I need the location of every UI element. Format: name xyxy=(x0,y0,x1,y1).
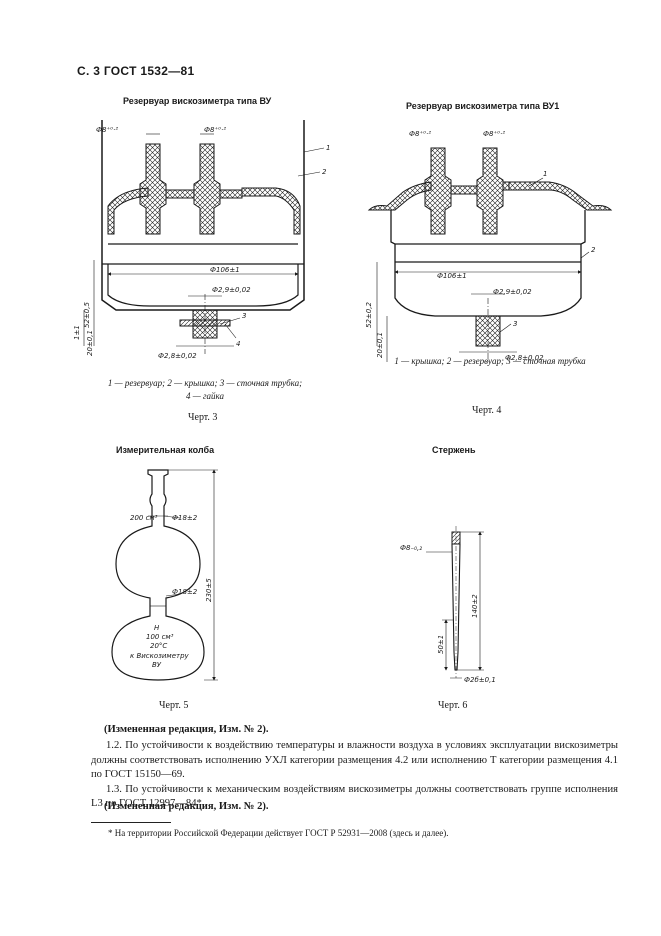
paragraph-1-2: 1.2. По устойчивости к воздействию темпе… xyxy=(91,740,618,780)
fig3-tube-right xyxy=(193,143,221,235)
fig6-dim-h50: 50±1 xyxy=(437,635,445,654)
fig3-dim-h52: 52±0,5 xyxy=(83,302,91,328)
page-header: С. 3 ГОСТ 1532—81 xyxy=(77,64,195,78)
fig4-tube-right xyxy=(476,147,504,235)
fig3-dim-h20: 20±0,1 xyxy=(86,330,94,356)
fig6-dim-d26: Ф2б±0,1 xyxy=(464,676,496,684)
fig4-dim-d29: Ф2,9±0,02 xyxy=(493,288,532,296)
fig4-label-1: 1 xyxy=(543,170,547,178)
fig3-drawing: Ф8⁺⁰·² Ф8⁺⁰·² Ф106±1 Ф2,9±0,02 Ф2,8±0,02… xyxy=(73,120,330,360)
fig4-tube-left xyxy=(424,147,452,235)
fig3-dim-d106: Ф106±1 xyxy=(210,266,240,274)
fig6-dim-h140: 140±2 xyxy=(471,594,479,618)
fig4-label-3: 3 xyxy=(513,320,517,328)
fig3-dim-d28: Ф2,8±0,02 xyxy=(158,352,197,360)
fig4-dim-h52: 52±0,2 xyxy=(365,302,373,328)
fig5-caption: Измерительная колба xyxy=(116,445,215,455)
fig5-chert: Черт. 5 xyxy=(159,700,189,711)
fig4-legend: 1 — крышка; 2 — резервуар; 3 — сточная т… xyxy=(394,356,586,366)
fig3-label-3: 3 xyxy=(242,312,246,320)
body-text: 1.2. По устойчивости к воздействию темпе… xyxy=(91,739,618,812)
fig4-caption: Резервуар вискозиметра типа ВУ1 xyxy=(406,101,560,111)
fig3-legend-line2: 4 — гайка xyxy=(186,391,224,401)
fig3-caption: Резервуар вискозиметра типа ВУ xyxy=(123,96,272,106)
fig6-dim-d8: Ф8₋₀,₂ xyxy=(400,544,422,552)
fig5-drawing: 200 см³ Ф18±2 Ф18±2 230±5 Н 100 см³ 20°С… xyxy=(111,469,218,681)
footnote-rule xyxy=(91,822,171,823)
fig3-chert: Черт. 3 xyxy=(188,412,218,423)
fig4-dim-d8-left: Ф8⁺⁰·² xyxy=(409,130,431,138)
fig5-mark-0: Н xyxy=(154,624,160,632)
fig3-dim-d8-left: Ф8⁺⁰·² xyxy=(96,126,118,134)
paragraph-1-3: 1.3. По устойчивости к механическим возд… xyxy=(91,783,618,810)
fig3-legend: 1 — резервуар; 2 — крышка; 3 — сточная т… xyxy=(88,377,322,403)
fig4-dim-d106: Ф106±1 xyxy=(437,272,467,280)
fig4-dim-h20: 20±0,1 xyxy=(376,332,384,358)
fig3-label-1: 1 xyxy=(326,144,330,152)
fig3-dim-d8-right: Ф8⁺⁰·² xyxy=(204,126,226,134)
fig4-label-2: 2 xyxy=(591,246,596,254)
fig5-mark-3: к Вискозиметру xyxy=(130,652,190,660)
amendment-note-2: (Измененная редакция, Изм. № 2). xyxy=(104,801,269,812)
fig4-dim-d28: Ф2,8±0,02 xyxy=(505,354,544,362)
fig6-chert: Черт. 6 xyxy=(438,700,468,711)
fig4-dim-d8-right: Ф8⁺⁰·² xyxy=(483,130,505,138)
amendment-note-1: (Измененная редакция, Изм. № 2). xyxy=(104,724,269,735)
fig5-dim-d18b: Ф18±2 xyxy=(172,588,198,596)
footnote: * На территории Российской Федерации дей… xyxy=(108,828,449,838)
fig3-legend-line1: 1 — резервуар; 2 — крышка; 3 — сточная т… xyxy=(107,378,303,388)
fig5-dim-d18a: Ф18±2 xyxy=(172,514,198,522)
fig3-label-2: 2 xyxy=(322,168,327,176)
fig4-drawing: Ф8⁺⁰·² Ф8⁺⁰·² Ф106±1 Ф2,9±0,02 Ф2,8±0,02… xyxy=(365,130,613,362)
fig4-cover xyxy=(367,181,432,211)
fig3-dim-d29: Ф2,9±0,02 xyxy=(212,286,251,294)
fig3-tube-left xyxy=(139,143,167,235)
fig5-mark-2: 20°С xyxy=(150,642,167,650)
fig6-caption: Стержень xyxy=(432,445,476,455)
fig4-chert: Черт. 4 xyxy=(472,405,502,416)
fig5-flask xyxy=(111,469,205,681)
fig6-drawing: Ф8₋₀,₂ 140±2 50±1 Ф2б±0,1 xyxy=(400,526,496,684)
fig5-dim-v200: 200 см³ xyxy=(130,514,158,522)
fig5-mark-1: 100 см³ xyxy=(146,633,174,641)
fig3-dim-h1: 1±1 xyxy=(73,325,81,340)
fig3-label-4: 4 xyxy=(236,340,240,348)
fig5-mark-4: ВУ xyxy=(152,661,162,669)
fig5-dim-h230: 230±5 xyxy=(205,578,213,602)
